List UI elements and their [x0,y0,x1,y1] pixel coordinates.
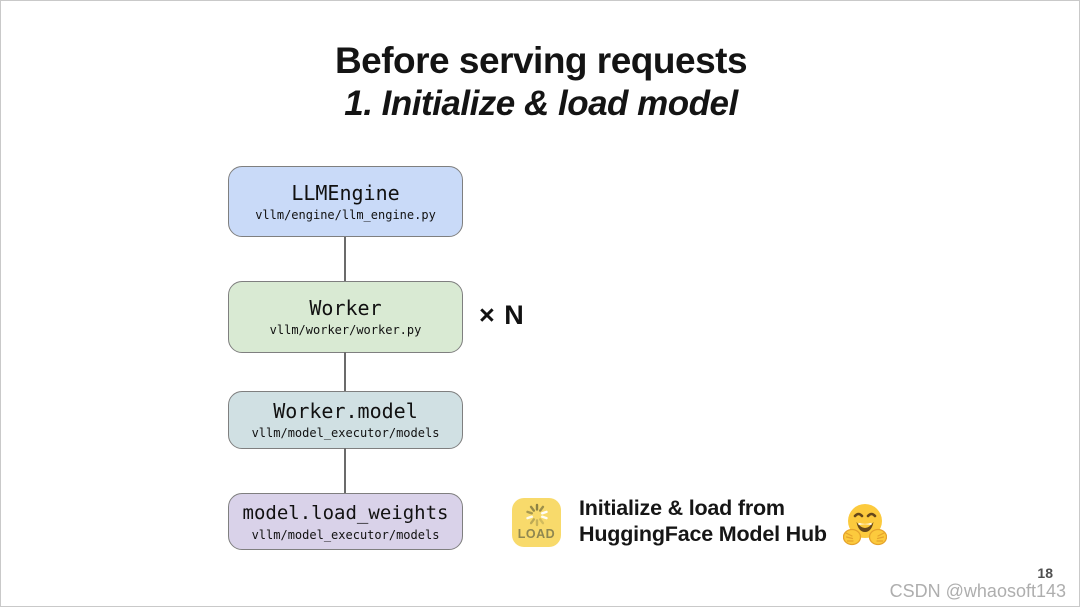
node-worker-title: Worker [309,296,382,320]
connector-workermodel-loadweights [344,448,346,494]
slide-subtitle: 1. Initialize & load model [344,84,738,123]
node-worker-model-path: vllm/model_executor/models [251,426,440,440]
node-llmengine: LLMEngine vllm/engine/llm_engine.py [228,166,463,237]
node-load-weights: model.load_weights vllm/model_executor/m… [228,493,463,550]
spinner-glyph [525,503,548,527]
annotation-line-2: HuggingFace Model Hub [579,522,827,546]
node-worker: Worker vllm/worker/worker.py [228,281,463,353]
load-icon-label: LOAD [517,527,556,541]
slide-title: Before serving requests [334,40,748,81]
connector-llmengine-worker [344,237,346,282]
node-llmengine-path: vllm/engine/llm_engine.py [255,207,436,222]
node-load-weights-path: vllm/model_executor/models [251,527,440,542]
annotation-line-1: Initialize & load from [579,496,785,520]
watermark: CSDN @whaosoft143 [889,581,1066,601]
node-worker-path: vllm/worker/worker.py [269,323,422,337]
page-number: 18 [1037,565,1053,581]
node-load-weights-title: model.load_weights [242,501,449,524]
node-worker-model-title: Worker.model [273,399,418,423]
node-worker-model: Worker.model vllm/model_executor/models [228,391,463,449]
annotation-text: Initialize & load from HuggingFace Model… [579,495,827,547]
loading-spinner-icon: LOAD [512,498,561,547]
title-block: Before serving requests 1. Initialize & … [1,39,1080,125]
worker-multiplier-label: × N [479,300,525,330]
hugging-face-emoji [843,504,887,546]
connector-worker-workermodel [344,352,346,392]
node-llmengine-title: LLMEngine [291,180,400,205]
